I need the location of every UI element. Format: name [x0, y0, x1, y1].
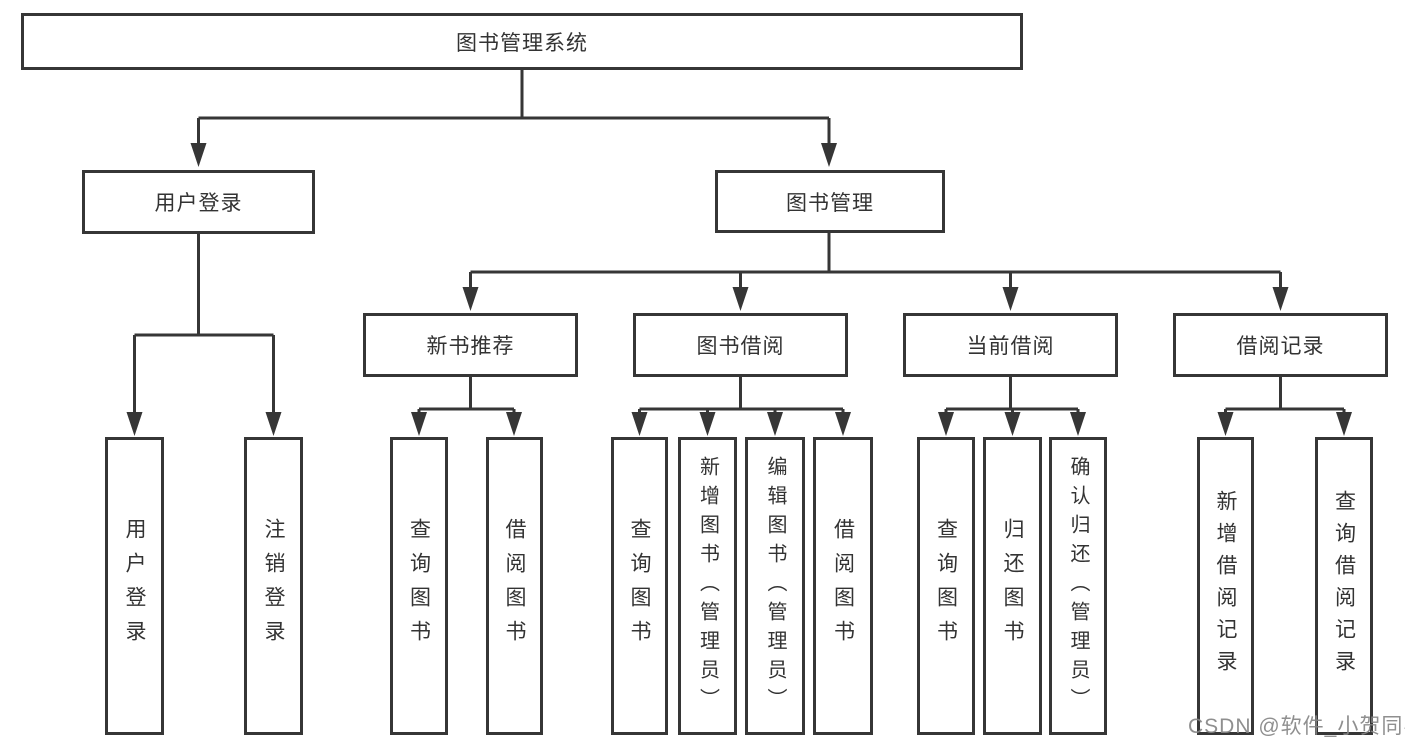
node-new-book-recommend: 新书推荐: [363, 313, 578, 377]
leaf-query-books-borrowing: 查询图书: [611, 437, 668, 735]
arrowheads: [126, 143, 1352, 436]
leaf-query-books-recommend: 查询图书: [390, 437, 448, 735]
node-user-login: 用户登录: [82, 170, 315, 234]
node-book-borrowing: 图书借阅: [633, 313, 848, 377]
node-root-library-system: 图书管理系统: [21, 13, 1023, 70]
leaf-query-books-current: 查询图书: [917, 437, 975, 735]
leaf-borrow-books: 借阅图书: [813, 437, 873, 735]
leaf-query-borrow-record: 查询借阅记录: [1315, 437, 1373, 735]
leaf-edit-books-admin: 编辑图书（管理员）: [745, 437, 805, 735]
leaf-add-borrow-record: 新增借阅记录: [1197, 437, 1254, 735]
leaf-borrow-books-recommend: 借阅图书: [486, 437, 543, 735]
leaf-user-login: 用户登录: [105, 437, 164, 735]
node-book-management: 图书管理: [715, 170, 945, 233]
leaf-add-books-admin: 新增图书（管理员）: [678, 437, 737, 735]
leaf-confirm-return-admin: 确认归还（管理员）: [1049, 437, 1107, 735]
csdn-watermark: CSDN @软件_小贺同学: [1188, 715, 1405, 738]
leaf-return-books: 归还图书: [983, 437, 1042, 735]
leaf-logout: 注销登录: [244, 437, 303, 735]
node-current-borrowing: 当前借阅: [903, 313, 1118, 377]
node-borrow-records: 借阅记录: [1173, 313, 1388, 377]
